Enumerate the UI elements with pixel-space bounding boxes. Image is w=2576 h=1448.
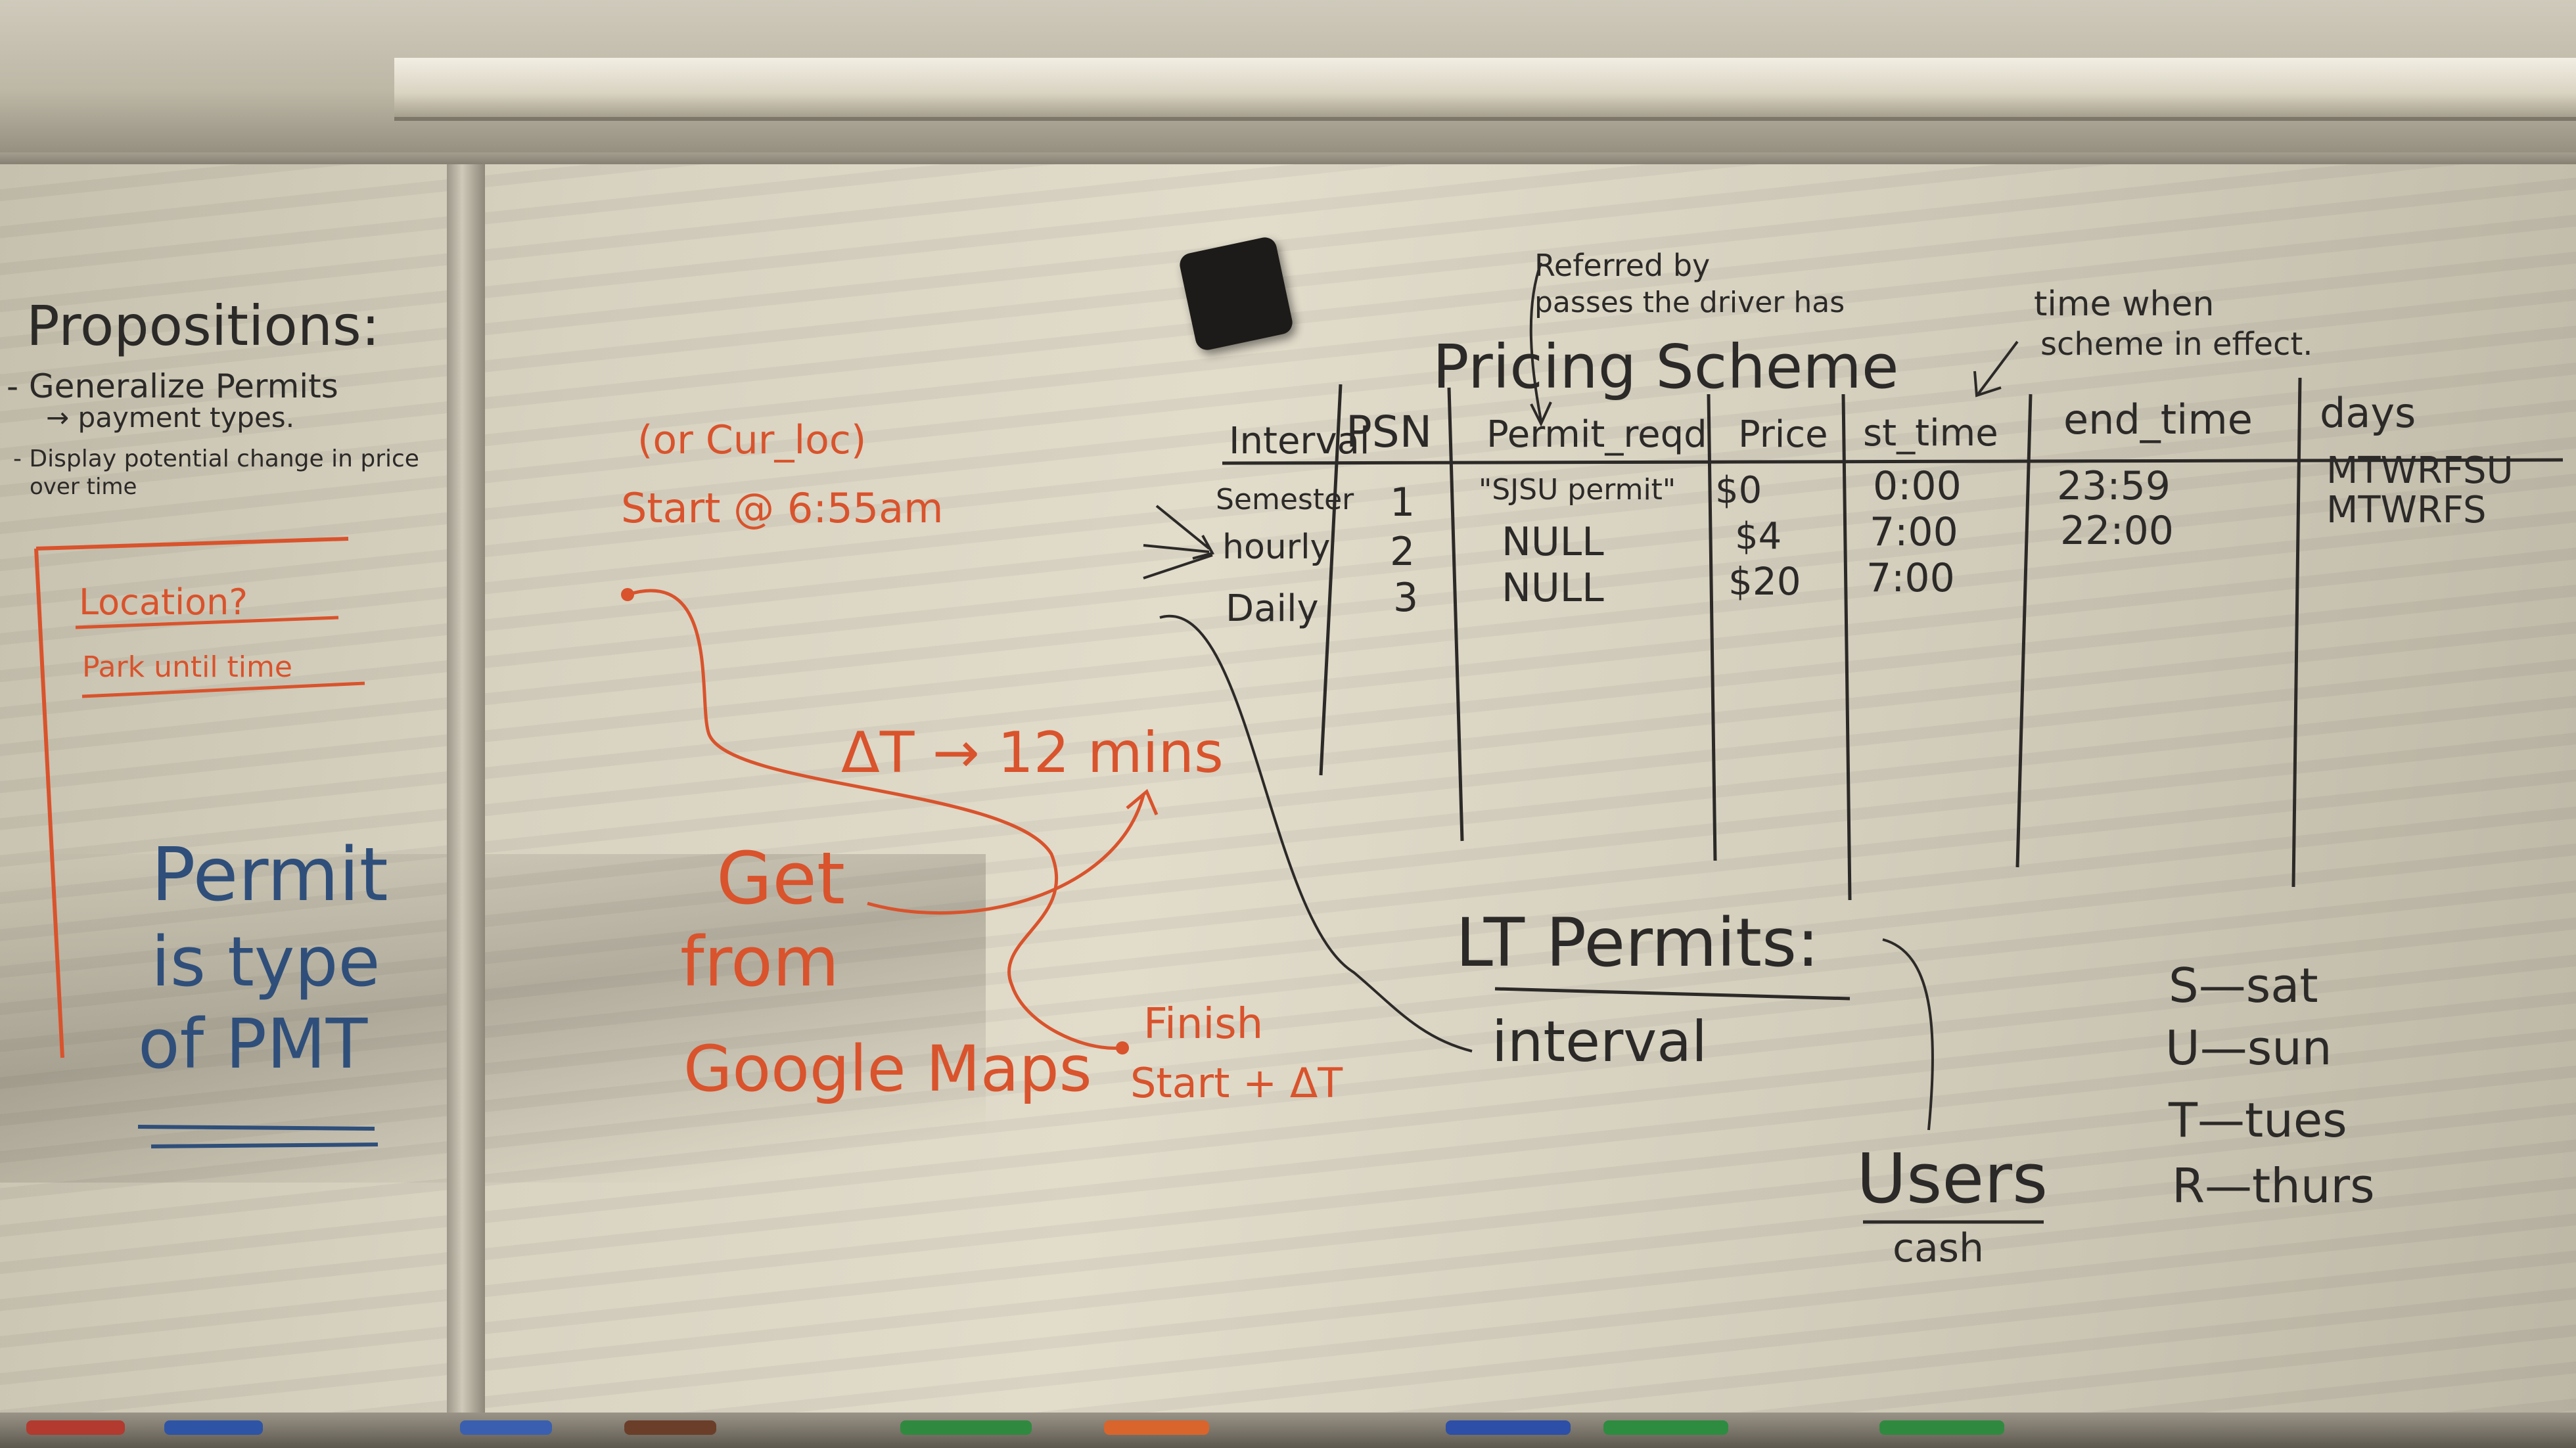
header-st-time: st_time [1863,412,1998,455]
proposition-item: over time [30,474,137,500]
header-price: Price [1738,413,1828,456]
table-row: Semester 1 "SJSU permit" $0 0:00 23:59 M… [1216,449,2514,526]
delta-t-note: ΔT → 12 mins [841,720,1224,786]
cell-psn: 1 [1390,480,1415,526]
table-divider [2015,394,2033,868]
cell-permit: NULL [1502,565,1604,611]
cell-days: MTWRFSU [2326,449,2514,492]
header-psn: PSN [1346,407,1432,457]
cell-interval: Semester [1216,483,1354,516]
finish-note: Finish [1143,1000,1263,1049]
users-cash: cash [1893,1225,1984,1271]
cell-end-time: 23:59 [2057,463,2171,509]
permit-note-line: of PMT [138,1004,368,1084]
table-header-rule [1222,458,2564,465]
lt-permits-underline [1494,987,1851,1001]
marker-green [900,1420,1032,1435]
cell-permit: "SJSU permit" [1479,473,1676,507]
day-key-item: R—thurs [2172,1158,2375,1213]
get-note: Get [716,836,845,920]
whiteboard-seam [447,164,485,1429]
marker-brown [624,1420,716,1435]
park-until-label: Park until time [82,650,292,684]
header-permit-reqd: Permit_reqd [1486,413,1707,456]
users-title: Users [1856,1139,2048,1219]
day-key-item: U—sun [2165,1020,2332,1075]
ceiling-light [394,58,2576,121]
start-time-note: Start @ 6:55am [621,484,944,532]
marker-green-3 [1879,1420,2004,1435]
table-divider [2291,377,2302,888]
finish-formula: Start + ΔT [1130,1059,1343,1107]
cell-end-time: 22:00 [2060,508,2174,554]
table-row: hourly 2 NULL $4 7:00 22:00 MTWRFS [1222,489,2487,575]
marker-red [26,1420,125,1435]
marker-orange [1104,1420,1209,1435]
finish-point [1116,1041,1129,1054]
users-link-curve [1882,938,1934,1131]
proposition-item: - Display potential change in price [13,445,419,472]
cell-price: $0 [1715,469,1762,512]
referred-arrow [1529,262,1552,427]
cell-psn: 3 [1393,575,1418,621]
whiteboard-top-frame [0,152,2576,167]
table-row: Daily 3 NULL $20 7:00 [1226,555,1955,630]
time-note-arrow [1973,340,2019,397]
cell-permit: NULL [1502,519,1604,565]
interval-arrows [1143,505,1214,579]
cell-st-time: 0:00 [1873,463,1962,509]
day-key-item: T—tues [2168,1093,2347,1148]
lt-permits-interval: interval [1492,1009,1707,1075]
header-interval: Interval [1229,420,1369,463]
from-note: from [680,922,839,1002]
table-divider [1447,387,1464,842]
proposition-item: - Generalize Permits [7,367,338,405]
google-maps-note: Google Maps [683,1032,1092,1106]
location-underline [75,616,339,629]
table-divider [1707,394,1717,861]
table-divider [1841,394,1852,901]
marker-blue-3 [1446,1420,1571,1435]
header-end-time: end_time [2063,396,2253,443]
cell-st-time: 7:00 [1870,509,1958,555]
header-days: days [2320,389,2416,437]
cell-psn: 2 [1390,529,1415,575]
time-when-note: time when [2034,284,2214,324]
cell-days: MTWRFS [2326,489,2487,532]
whiteboard [0,164,2576,1429]
marker-blue [164,1420,263,1435]
referred-note: Referred by [1534,248,1710,283]
pricing-scheme-title: Pricing Scheme [1433,332,1898,402]
cell-interval: hourly [1222,528,1330,567]
route-curve [627,589,1121,1050]
cell-st-time: 7:00 [1866,555,1955,601]
time-when-note: scheme in effect. [2040,326,2313,363]
day-key-item: S—sat [2169,958,2318,1013]
marker-blue-2 [460,1420,552,1435]
cell-interval: Daily [1226,587,1319,630]
propositions-title: Propositions: [26,294,380,358]
marker-tray [0,1413,2576,1448]
marker-green-2 [1603,1420,1728,1435]
cell-price: $4 [1735,515,1782,558]
referred-note: passes the driver has [1534,286,1845,319]
location-box-outline [34,537,349,1058]
location-label: Location? [79,581,248,623]
park-underline [81,681,365,698]
interval-link-curve [1159,614,1473,1052]
cell-price: $20 [1728,559,1801,604]
permit-note-line: Permit [151,832,388,918]
get-arrow [867,788,1159,915]
permit-note-line: is type [151,922,380,1002]
lt-permits-title: LT Permits: [1456,904,1819,982]
cur-loc-note: (or Cur_loc) [637,417,866,463]
table-divider [1319,384,1343,776]
proposition-item: → payment types. [46,401,294,434]
permit-note-underline [137,1125,379,1148]
